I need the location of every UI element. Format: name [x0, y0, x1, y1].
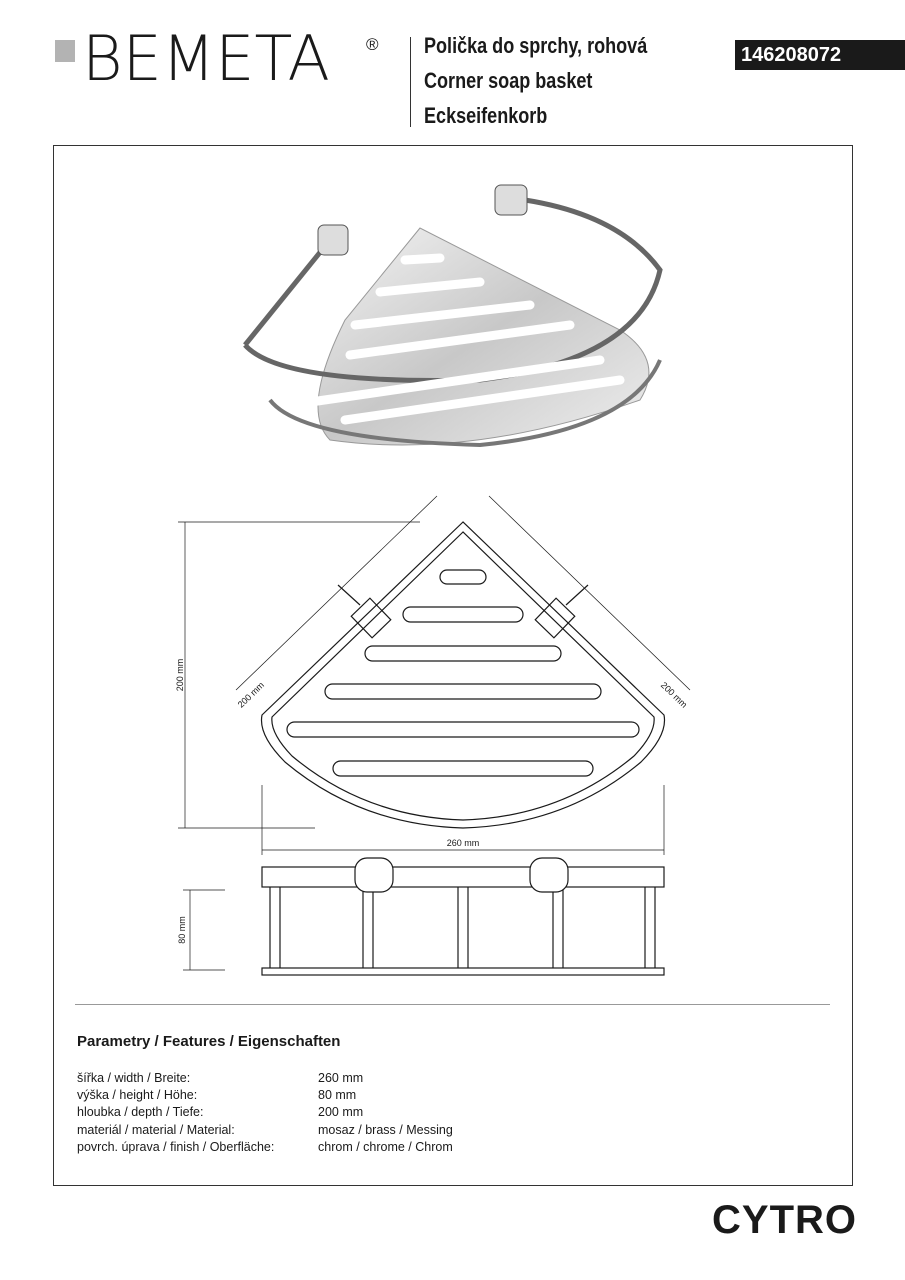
header-divider [410, 37, 411, 127]
section-divider [75, 1004, 830, 1005]
feature-value: chrom / chrome / Chrom [318, 1140, 453, 1154]
product-photo [243, 184, 663, 448]
dim-width: 260 mm [447, 838, 480, 848]
dimension-lines [178, 495, 691, 971]
side-view-drawing [261, 857, 665, 976]
feature-value: mosaz / brass / Messing [318, 1123, 453, 1137]
feature-label: šířka / width / Breite: [77, 1071, 191, 1085]
dim-height: 80 mm [177, 916, 187, 944]
dim-depth-vertical: 200 mm [175, 659, 185, 692]
feature-label: výška / height / Höhe: [77, 1088, 198, 1102]
title-de: Eckseifenkorb [424, 103, 548, 128]
feature-label: povrch. úprava / finish / Oberfläche: [77, 1140, 275, 1154]
title-en: Corner soap basket [424, 68, 593, 93]
brand-logo: BEMETA [82, 22, 330, 95]
registered-mark: ® [366, 35, 379, 54]
title-cz: Polička do sprchy, rohová [424, 33, 648, 58]
top-view-drawing [260, 521, 666, 829]
feature-label: materiál / material / Material: [77, 1123, 235, 1137]
feature-value: 200 mm [318, 1105, 364, 1119]
content-frame [53, 145, 853, 1186]
product-code: 146208072 [735, 40, 905, 70]
features-title: Parametry / Features / Eigenschaften [77, 1033, 341, 1050]
feature-value: 80 mm [318, 1088, 357, 1102]
feature-label: hloubka / depth / Tiefe: [77, 1105, 204, 1119]
feature-value: 260 mm [318, 1071, 364, 1085]
logo-square [55, 40, 75, 62]
dim-side-left: 200 mm [236, 680, 266, 710]
series-name: CYTRO [712, 1198, 857, 1242]
